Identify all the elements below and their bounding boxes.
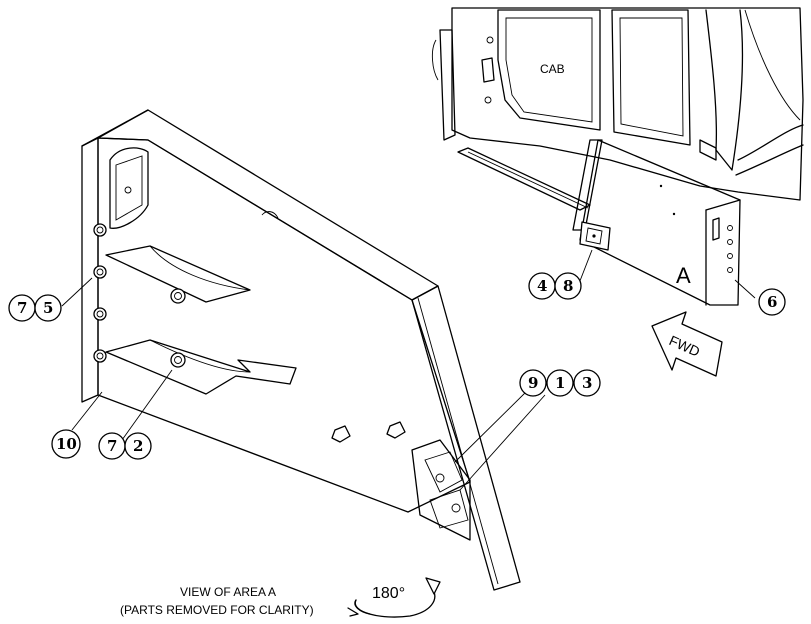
callout-number: 4 [537,277,547,295]
rotation-arrow-icon [347,577,441,618]
cab-label: CAB [540,62,565,76]
bracket-panel [81,109,521,591]
callout-number: 8 [563,277,573,295]
cab-drawing [431,7,804,306]
callout-4-8: 4 8 [528,272,582,300]
area-a-label: A [676,263,691,288]
leader-lines [61,249,756,491]
callout-number: 7 [107,437,117,455]
callout-number: 5 [43,299,53,317]
view-caption-line1: VIEW OF AREA A [180,585,276,599]
callout-number: 9 [528,374,538,392]
callout-number: 7 [17,299,27,317]
callout-7-2: 7 2 [98,432,152,460]
callout-number: 10 [56,435,77,453]
rotation-label: 180° [372,585,405,602]
callout-number: 2 [133,437,143,455]
view-caption-line2: (PARTS REMOVED FOR CLARITY) [120,603,314,617]
callout-7-5: 7 5 [8,294,62,322]
callout-number: 1 [555,374,565,392]
callout-number: 3 [582,374,592,392]
callout-9-1-3: 9 1 3 [519,369,601,397]
callout-number: 6 [767,293,777,311]
callout-6: 6 [758,288,786,316]
callout-10: 10 [51,429,81,459]
forward-arrow-icon: FWD [651,311,723,377]
